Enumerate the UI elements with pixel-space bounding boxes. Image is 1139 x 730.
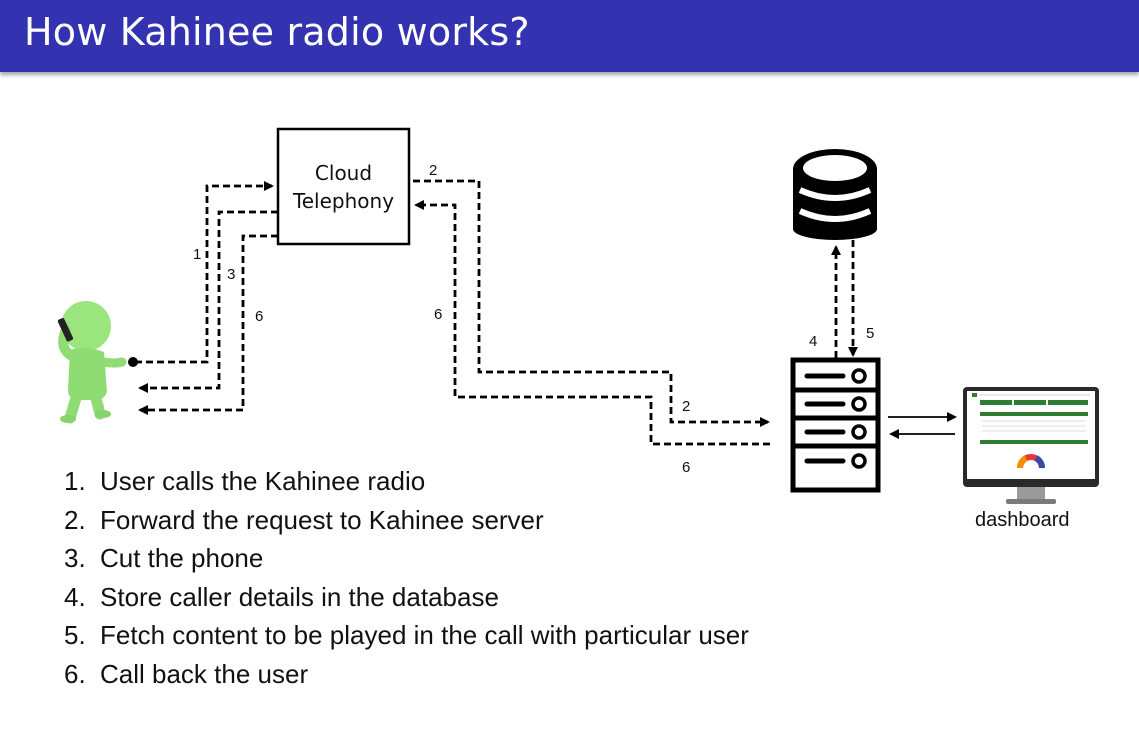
edge-label-5: 5 — [866, 325, 874, 342]
edge-label-2-top: 2 — [429, 162, 437, 179]
step-text: Call back the user — [100, 658, 309, 689]
forward-request-arrow — [413, 179, 770, 427]
edge-label-6-server: 6 — [682, 459, 690, 476]
step-text: Cut the phone — [100, 543, 264, 573]
step-text: Fetch content to be played in the call w… — [100, 620, 749, 650]
cloud-telephony-label-1: Cloud — [315, 161, 372, 185]
step-number: 1. — [64, 466, 86, 496]
step-text: Store caller details in the database — [100, 581, 499, 612]
edge-label-2-bottom: 2 — [682, 398, 690, 415]
cloud-telephony-box — [276, 127, 411, 246]
step-number: 6. — [64, 658, 86, 689]
slide-title: How Kahinee radio works? — [24, 10, 530, 54]
step-number: 3. — [64, 543, 86, 573]
edge-label-1: 1 — [193, 246, 201, 263]
dashboard-label: dashboard — [975, 509, 1070, 531]
callback-user-arrow — [138, 234, 278, 415]
step-item: 3. Cut the phone — [64, 539, 749, 578]
person-on-phone-icon — [57, 301, 127, 424]
step-item: 6. Call back the user — [64, 655, 749, 694]
step-number: 2. — [64, 504, 86, 535]
edge-label-3: 3 — [227, 266, 235, 283]
step-item: 1. User calls the Kahinee radio — [64, 462, 749, 501]
cloud-telephony-label-2: Telephony — [292, 189, 394, 213]
step-text: User calls the Kahinee radio — [100, 466, 426, 496]
call-origin-dot — [128, 357, 138, 367]
callback-request-arrow — [414, 200, 770, 446]
edge-label-6-user: 6 — [255, 308, 263, 325]
monitor-dashboard-icon — [963, 387, 1099, 504]
cut-phone-arrow — [138, 210, 278, 393]
database-icon — [793, 149, 877, 240]
step-item: 4. Store caller details in the database — [64, 578, 749, 617]
call-in-arrow — [135, 181, 274, 364]
edge-label-6-cloud: 6 — [434, 306, 442, 323]
server-rack-icon — [790, 357, 881, 493]
steps-list: 1. User calls the Kahinee radio 2. Forward… — [64, 462, 749, 693]
step-number: 4. — [64, 581, 86, 612]
step-text: Forward the request to Kahinee server — [100, 504, 544, 535]
step-item: 2. Forward the request to Kahinee server — [64, 501, 749, 540]
step-item: 5. Fetch content to be played in the call… — [64, 616, 749, 655]
step-number: 5. — [64, 620, 86, 650]
title-bar: How Kahinee radio works? — [0, 0, 1139, 72]
edge-label-4: 4 — [809, 333, 817, 350]
